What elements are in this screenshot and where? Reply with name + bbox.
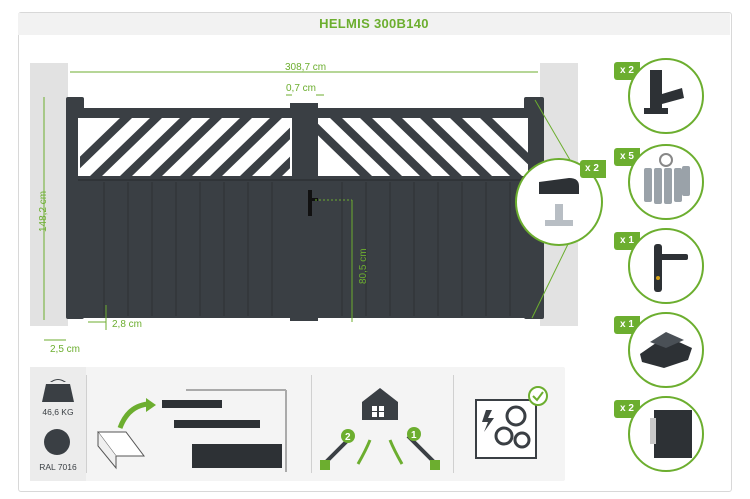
stop-icon xyxy=(539,178,579,226)
accessory-keys xyxy=(628,144,704,220)
hinge-icon xyxy=(644,70,684,114)
post-gap-label: 2,5 cm xyxy=(50,344,80,355)
profile-icon xyxy=(650,410,692,458)
accessory-center-stop xyxy=(628,312,704,388)
motor-compatible-icon xyxy=(475,386,548,459)
callout-qty: x 2 xyxy=(585,163,599,174)
left-slats xyxy=(80,118,290,176)
accessory-handle xyxy=(628,228,704,304)
planks xyxy=(103,182,511,316)
accessory-hinge xyxy=(628,58,704,134)
step-1-label: 1 xyxy=(411,430,417,441)
keys-icon xyxy=(644,153,690,204)
handle-icon xyxy=(654,244,688,292)
ground-clearance-label: 2,8 cm xyxy=(112,319,142,330)
color-label: RAL 7016 xyxy=(39,462,77,472)
color-swatch xyxy=(44,429,70,455)
weight-label: 46,6 KG xyxy=(42,407,74,417)
total-width-label: 308,7 cm xyxy=(285,62,326,73)
gap-label: 0,7 cm xyxy=(286,83,316,94)
accessory-profile xyxy=(628,396,704,472)
page-title: HELMIS 300B140 xyxy=(18,13,730,35)
weight-icon xyxy=(42,379,74,402)
handle-height-label: 80,5 cm xyxy=(358,248,369,284)
assembly-diagram xyxy=(97,389,287,472)
center-stop-icon xyxy=(640,332,692,368)
right-slats xyxy=(318,118,528,176)
step-2-label: 2 xyxy=(345,432,351,443)
height-label: 148,2 cm xyxy=(38,191,49,232)
product-sheet-frame xyxy=(18,12,732,492)
left-post xyxy=(30,63,68,326)
opening-diagram: 2 1 xyxy=(320,388,440,470)
